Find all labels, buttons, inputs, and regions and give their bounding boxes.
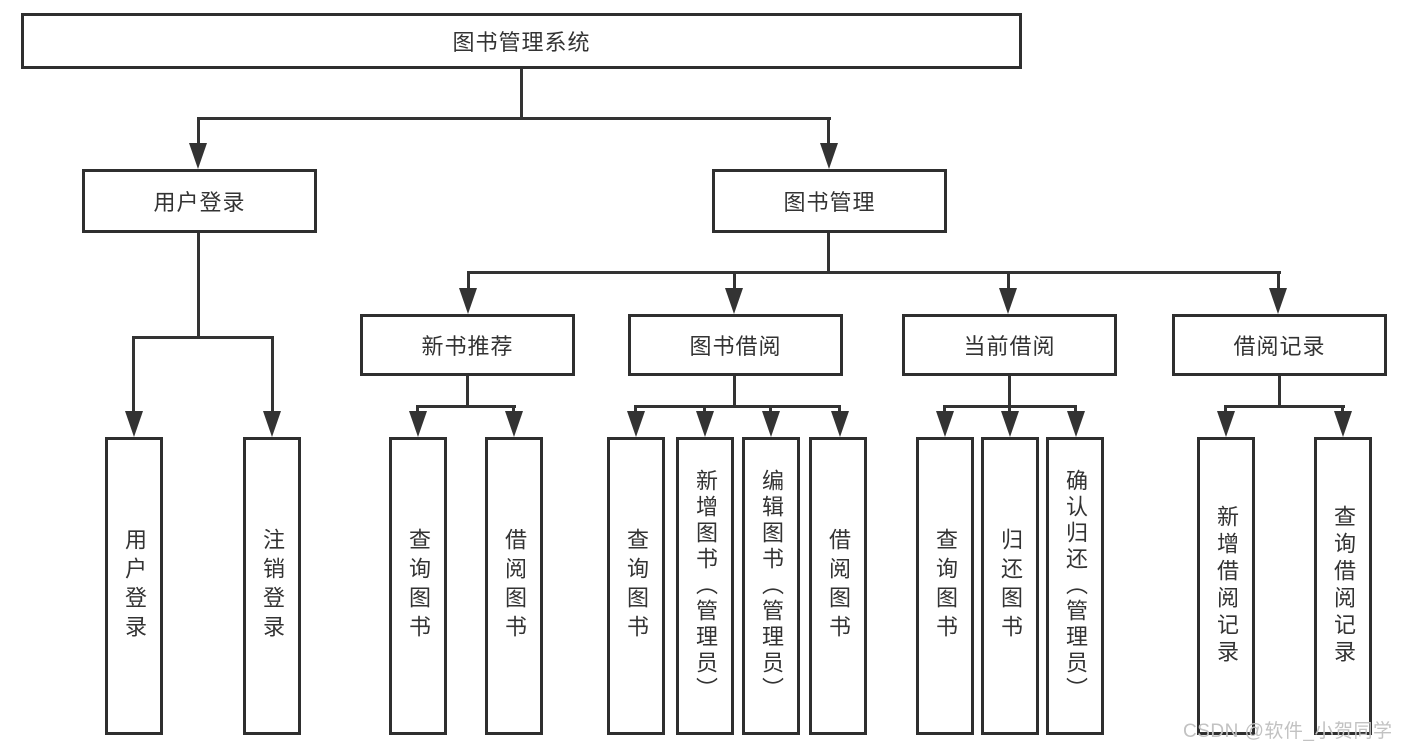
connector-line bbox=[197, 117, 200, 147]
node-book-management: 图书管理 bbox=[712, 169, 947, 233]
leaf-logout: 注销登录 bbox=[243, 437, 301, 735]
arrowhead-down bbox=[1001, 411, 1019, 437]
leaf-add-books-admin: 新增图书（管理员） bbox=[676, 437, 734, 735]
leaf-edit-books-admin: 编辑图书（管理员） bbox=[742, 437, 800, 735]
connector-line bbox=[733, 271, 736, 291]
node-label: 注销登录 bbox=[260, 528, 285, 644]
connector-line bbox=[733, 376, 736, 407]
leaf-query-borrow-record: 查询借阅记录 bbox=[1314, 437, 1372, 735]
connector-line bbox=[1224, 405, 1227, 415]
connector-line bbox=[634, 405, 637, 415]
connector-line bbox=[1008, 376, 1011, 407]
arrowhead-down bbox=[1269, 288, 1287, 314]
arrowhead-down bbox=[627, 411, 645, 437]
arrowhead-down bbox=[696, 411, 714, 437]
node-label: 用户登录 bbox=[153, 190, 246, 215]
connector-line bbox=[520, 69, 523, 119]
arrowhead-down bbox=[725, 288, 743, 314]
node-borrowing-records: 借阅记录 bbox=[1172, 314, 1387, 376]
node-label: 用户登录 bbox=[122, 528, 147, 644]
node-label: 图书管理系统 bbox=[452, 30, 591, 55]
arrowhead-down bbox=[820, 143, 838, 169]
node-label: 借阅图书 bbox=[826, 528, 851, 644]
node-label: 归还图书 bbox=[998, 528, 1023, 644]
connector-line bbox=[838, 405, 841, 415]
connector-line bbox=[703, 405, 706, 415]
connector-line bbox=[1341, 405, 1344, 415]
node-label: 确认归还（管理员） bbox=[1063, 469, 1088, 703]
leaf-query-books-recommend: 查询图书 bbox=[389, 437, 447, 735]
node-label: 查询借阅记录 bbox=[1331, 505, 1356, 667]
connector-line bbox=[467, 271, 1281, 274]
connector-line bbox=[416, 405, 516, 408]
connector-line bbox=[1278, 376, 1281, 407]
node-label: 图书管理 bbox=[783, 190, 876, 215]
connector-line bbox=[466, 376, 469, 407]
connector-line bbox=[634, 405, 841, 408]
node-user-login: 用户登录 bbox=[82, 169, 317, 233]
node-current-borrowing: 当前借阅 bbox=[902, 314, 1117, 376]
connector-line bbox=[1224, 405, 1345, 408]
leaf-query-books-current: 查询图书 bbox=[916, 437, 974, 735]
csdn-watermark: CSDN @软件_小贺同学 bbox=[1183, 721, 1393, 742]
connector-line bbox=[1074, 405, 1077, 415]
leaf-add-borrow-record: 新增借阅记录 bbox=[1197, 437, 1255, 735]
arrowhead-down bbox=[831, 411, 849, 437]
connector-line bbox=[197, 233, 200, 339]
arrowhead-down bbox=[459, 288, 477, 314]
node-label: 新增借阅记录 bbox=[1214, 505, 1239, 667]
leaf-return-books: 归还图书 bbox=[981, 437, 1039, 735]
leaf-confirm-return-admin: 确认归还（管理员） bbox=[1046, 437, 1104, 735]
node-book-borrowing: 图书借阅 bbox=[628, 314, 843, 376]
leaf-borrow-books-recommend: 借阅图书 bbox=[485, 437, 543, 735]
connector-line bbox=[132, 336, 274, 339]
arrowhead-down bbox=[409, 411, 427, 437]
leaf-user-login: 用户登录 bbox=[105, 437, 163, 735]
node-label: 借阅记录 bbox=[1233, 334, 1326, 359]
connector-line bbox=[132, 336, 135, 414]
arrowhead-down bbox=[1334, 411, 1352, 437]
connector-line bbox=[827, 117, 830, 147]
connector-line bbox=[271, 336, 274, 414]
arrowhead-down bbox=[125, 411, 143, 437]
node-label: 图书借阅 bbox=[689, 334, 782, 359]
connector-line bbox=[943, 405, 946, 415]
node-label: 借阅图书 bbox=[502, 528, 527, 644]
node-label: 查询图书 bbox=[624, 528, 649, 644]
arrowhead-down bbox=[189, 143, 207, 169]
node-label: 查询图书 bbox=[933, 528, 958, 644]
connector-line bbox=[1277, 271, 1280, 291]
node-new-book-recommendation: 新书推荐 bbox=[360, 314, 575, 376]
node-label: 新增图书（管理员） bbox=[693, 469, 718, 703]
node-library-management-system: 图书管理系统 bbox=[21, 13, 1022, 69]
connector-line bbox=[197, 117, 831, 120]
node-label: 查询图书 bbox=[406, 528, 431, 644]
connector-line bbox=[1008, 405, 1011, 415]
leaf-query-books-borrowing: 查询图书 bbox=[607, 437, 665, 735]
connector-line bbox=[1007, 271, 1010, 291]
leaf-borrow-books-borrowing: 借阅图书 bbox=[809, 437, 867, 735]
node-label: 当前借阅 bbox=[963, 334, 1056, 359]
arrowhead-down bbox=[762, 411, 780, 437]
connector-line bbox=[827, 233, 830, 273]
node-label: 新书推荐 bbox=[421, 334, 514, 359]
arrowhead-down bbox=[263, 411, 281, 437]
arrowhead-down bbox=[1217, 411, 1235, 437]
connector-line bbox=[467, 271, 470, 291]
arrowhead-down bbox=[1067, 411, 1085, 437]
arrowhead-down bbox=[936, 411, 954, 437]
arrowhead-down bbox=[505, 411, 523, 437]
connector-line bbox=[512, 405, 515, 415]
connector-line bbox=[769, 405, 772, 415]
arrowhead-down bbox=[999, 288, 1017, 314]
node-label: 编辑图书（管理员） bbox=[759, 469, 784, 703]
connector-line bbox=[416, 405, 419, 415]
